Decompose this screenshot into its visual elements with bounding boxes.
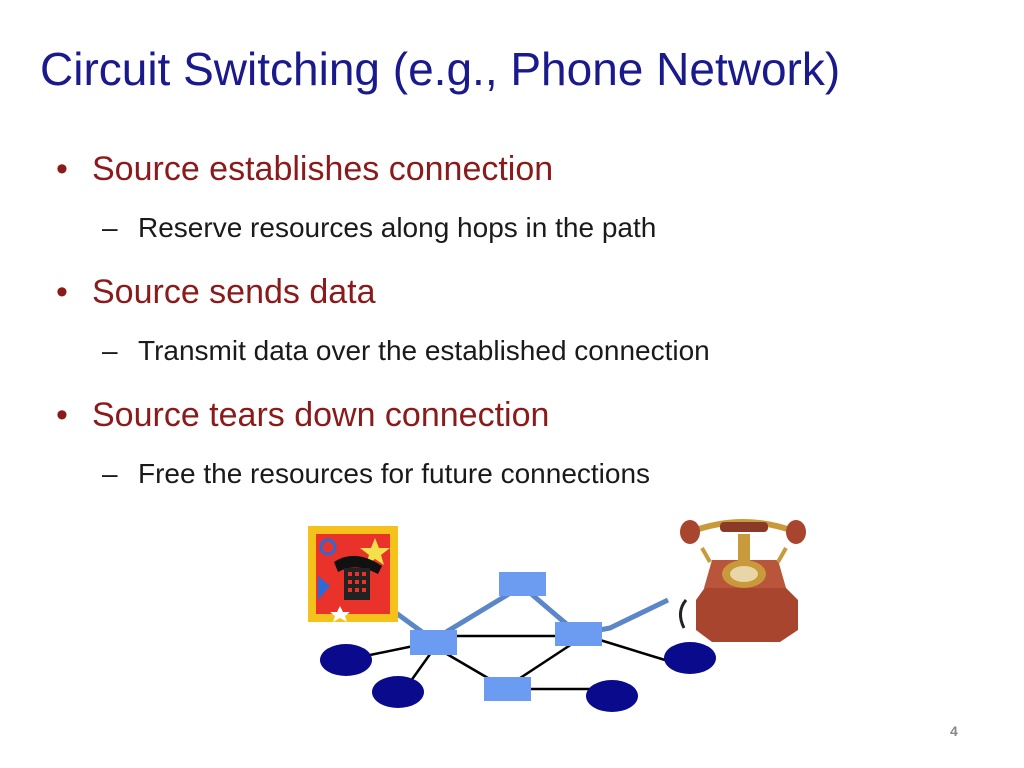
sub-bullet-text: Reserve resources along hops in the path [138,212,657,243]
bullet-item: • Source tears down connection [56,396,549,435]
sub-bullet-item: –Transmit data over the established conn… [102,335,710,367]
stamp-phone-icon [308,526,398,622]
switch-node [555,622,602,646]
link-line [599,638,666,662]
switch-node [410,630,457,655]
sub-bullet-text: Free the resources for future connection… [138,458,651,489]
bullet-dot-icon: • [56,273,68,311]
bullet-item: • Source establishes connection [56,150,553,189]
bullet-dot-icon: • [56,396,68,434]
dash-icon: – [102,458,118,489]
dash-icon: – [102,335,118,366]
slide-number: 4 [950,723,958,739]
bullet-item: • Source sends data [56,273,376,312]
bullet-text: Source establishes connection [92,150,554,188]
dash-icon: – [102,212,118,243]
host-node [372,676,424,708]
sub-bullet-item: –Free the resources for future connectio… [102,458,650,490]
antique-phone-icon [679,519,806,642]
switch-node [499,572,546,596]
switch-node [484,677,531,701]
host-node [320,644,372,676]
host-node [586,680,638,712]
slide-title: Circuit Switching (e.g., Phone Network) [40,43,841,95]
switches [410,572,602,701]
bullet-text: Source tears down connection [92,396,550,434]
bullet-dot-icon: • [56,150,68,188]
sub-bullet-item: –Reserve resources along hops in the pat… [102,212,656,244]
bullet-text: Source sends data [92,273,376,311]
host-node [664,642,716,674]
hosts [320,642,716,712]
sub-bullet-text: Transmit data over the established conne… [138,335,710,366]
